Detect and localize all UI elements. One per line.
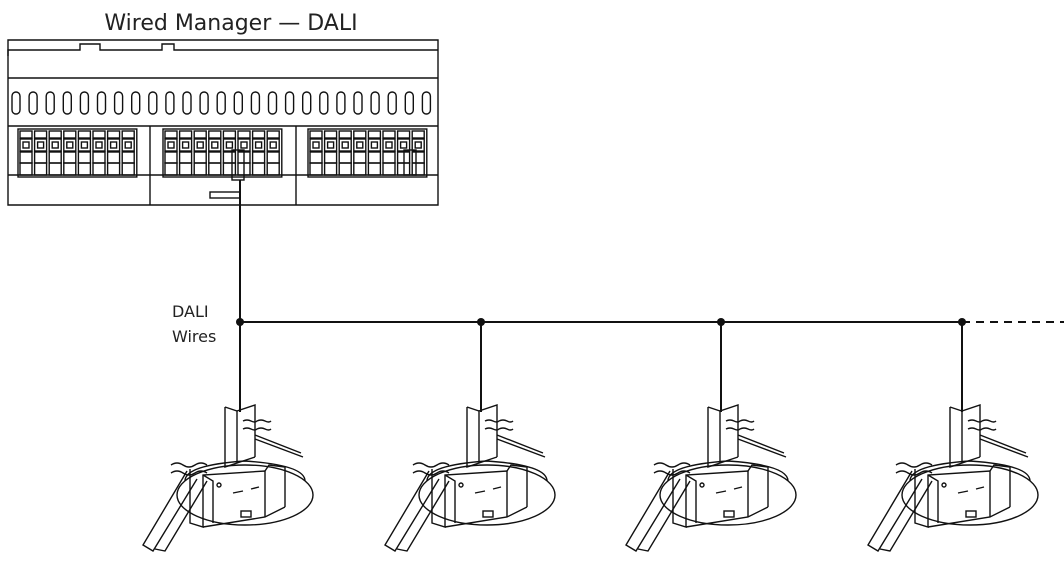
vent-slot (404, 91, 414, 115)
vent-slot (28, 91, 38, 115)
terminal-slot (63, 130, 77, 176)
junction-node (717, 318, 725, 326)
wired-manager-controller (7, 39, 439, 206)
dali-bus (236, 180, 1064, 412)
terminal-slot (208, 130, 222, 176)
junction-node (958, 318, 966, 326)
terminal-slot (48, 130, 62, 176)
terminal-blocks (17, 128, 428, 178)
terminal-slot (353, 130, 367, 176)
vent-slot (353, 91, 363, 115)
terminal-slot (106, 130, 121, 176)
terminal-slot (222, 130, 237, 176)
vent-slot (319, 91, 329, 115)
terminal-slot (77, 130, 92, 176)
vent-slot (113, 91, 124, 115)
vent-slot (199, 91, 209, 115)
junction-node (477, 318, 485, 326)
vent-slot (421, 91, 432, 115)
terminal-slot (411, 130, 425, 176)
terminal-slot (323, 130, 338, 176)
terminal-slot (178, 130, 193, 176)
vent-slot (370, 91, 380, 115)
vent-slot (267, 91, 278, 115)
vent-slot (130, 91, 141, 115)
dali-wires-label-line2: Wires (172, 327, 216, 346)
terminal-slot (382, 130, 396, 176)
terminal-slot (193, 130, 207, 176)
vent-slot (302, 91, 312, 115)
terminal-slot (33, 130, 48, 176)
vent-slot (11, 91, 21, 115)
terminal-slot (338, 130, 352, 176)
vent-slot (284, 91, 295, 115)
diagram-title: Wired Manager — DALI (104, 11, 357, 36)
vent-slot (250, 91, 261, 115)
vent-slot (387, 91, 397, 115)
vent-slot (62, 91, 72, 115)
dali-wires-label-line1: DALI (172, 302, 209, 321)
luminaire-3 (625, 404, 797, 552)
terminal-slot (367, 130, 382, 176)
terminal-slot (92, 130, 106, 176)
junction-node (236, 318, 244, 326)
vent-slot (233, 91, 244, 115)
luminaire-4 (867, 404, 1039, 552)
terminal-slot (164, 130, 178, 176)
vent-slot (336, 91, 346, 115)
vent-slot (79, 91, 90, 115)
terminal-slot (19, 130, 33, 176)
vent-slot (96, 91, 107, 115)
terminal-slot (309, 130, 323, 176)
luminaire-2 (384, 404, 556, 552)
vent-slot (182, 91, 192, 115)
vent-slot (216, 91, 226, 115)
terminal-slot (266, 130, 280, 176)
vent-slot (148, 91, 158, 115)
slot-row (11, 91, 432, 115)
luminaire-1 (142, 404, 314, 552)
vent-slot (45, 91, 55, 115)
terminal-slot (121, 130, 135, 176)
terminal-slot (251, 130, 266, 176)
vent-slot (165, 91, 175, 115)
